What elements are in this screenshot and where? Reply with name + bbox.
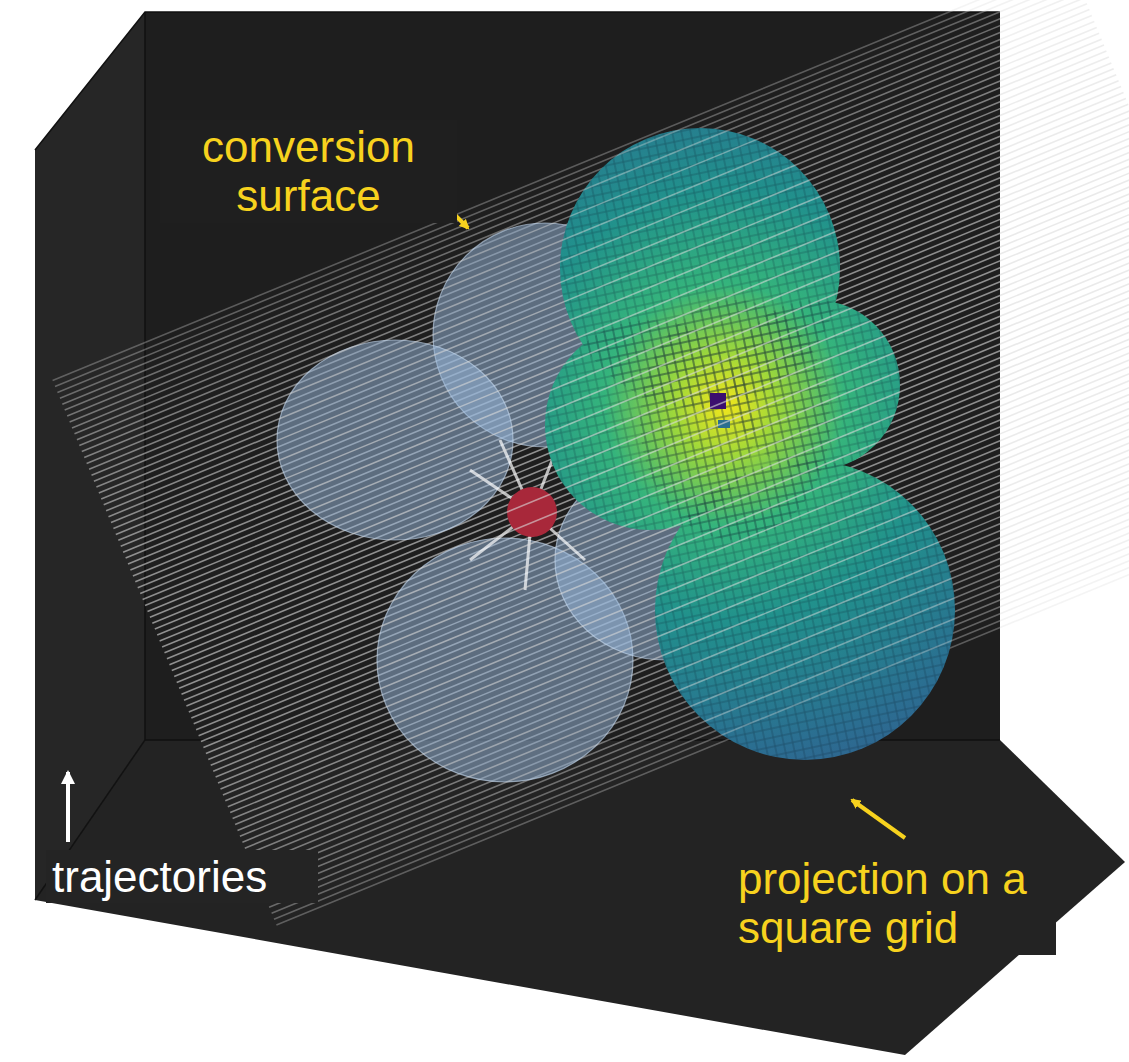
trajectory-line bbox=[135, 164, 1129, 582]
trajectory-line bbox=[267, 483, 1129, 901]
box-edges bbox=[35, 12, 1000, 900]
trajectory-line bbox=[191, 300, 1129, 718]
trajectory-line bbox=[150, 199, 1129, 617]
trajectory-line bbox=[208, 341, 1129, 759]
trajectory-line bbox=[157, 217, 1129, 635]
trajectory-line bbox=[245, 430, 1129, 848]
trajectory-line bbox=[143, 181, 1129, 599]
trajectory-lines bbox=[53, 0, 1129, 925]
leader-arrow bbox=[66, 772, 70, 842]
trajectory-line bbox=[252, 448, 1129, 866]
trajectory-line bbox=[70, 4, 1087, 422]
callout-label: projection on a square grid bbox=[732, 852, 1056, 955]
trajectory-line bbox=[238, 412, 1129, 830]
trajectory-line bbox=[92, 57, 1109, 475]
trajectory-line bbox=[259, 465, 1129, 883]
trajectory-line bbox=[77, 22, 1094, 440]
trajectory-line bbox=[186, 288, 1129, 706]
trajectory-line bbox=[165, 235, 1129, 653]
trajectory-line bbox=[201, 323, 1129, 741]
trajectory-line bbox=[84, 39, 1101, 457]
trajectory-line bbox=[99, 75, 1116, 493]
trajectory-lines bbox=[55, 0, 1129, 919]
trajectory-line bbox=[106, 93, 1123, 511]
trajectory-line bbox=[55, 0, 1072, 386]
trajectory-line bbox=[194, 306, 1129, 724]
callout-label: trajectories bbox=[46, 850, 318, 903]
leader-arrow bbox=[852, 800, 905, 838]
trajectory-line bbox=[230, 394, 1129, 812]
trajectory-line bbox=[223, 377, 1129, 795]
trajectory-line bbox=[62, 0, 1079, 404]
callout-label: conversion surface bbox=[160, 120, 457, 223]
